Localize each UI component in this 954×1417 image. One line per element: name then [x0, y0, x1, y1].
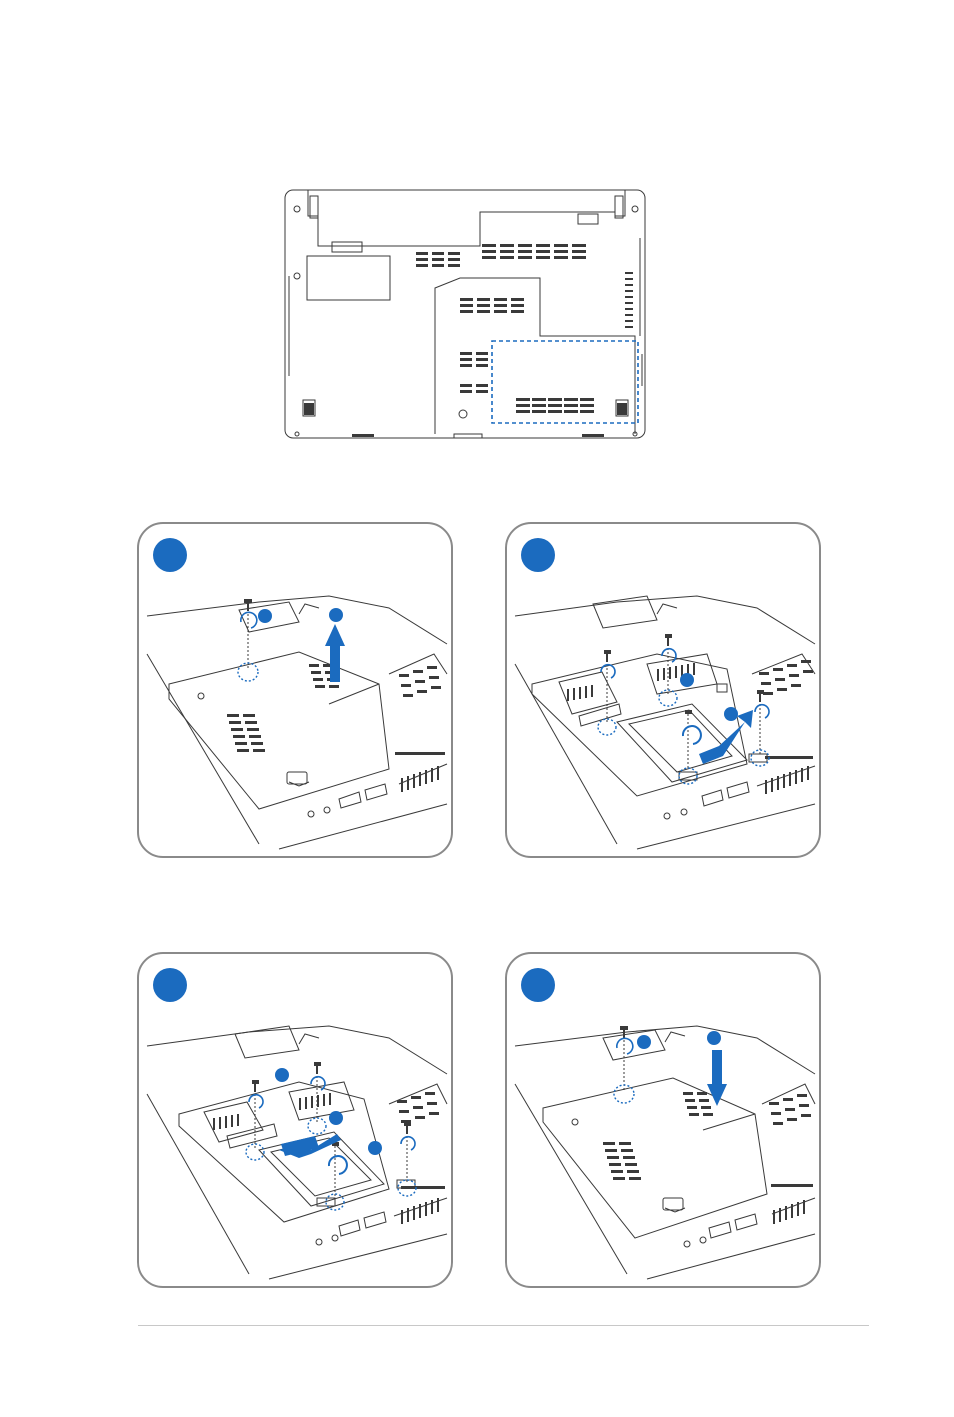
rotate-icon [329, 1156, 347, 1174]
sub-step-marker [680, 673, 694, 687]
hdd-cover [169, 652, 389, 809]
laptop-bottom-overview [280, 186, 650, 442]
battery-outline [308, 190, 625, 246]
footer-rule [138, 1325, 869, 1326]
step-panel-remove-cover [137, 522, 453, 858]
hdd-bay [532, 654, 747, 796]
hdd-cover [543, 1078, 767, 1238]
label-plate [307, 256, 390, 300]
replace-cover-drawing [507, 954, 821, 1288]
sub-step-marker [724, 707, 738, 721]
step-panel-remove-hdd [505, 522, 821, 858]
sub-step-marker [707, 1031, 721, 1045]
rotate-icon [617, 1038, 633, 1054]
arrow-slide-in-icon [279, 1134, 341, 1158]
memory-module [204, 1102, 263, 1142]
screw-icon [751, 690, 769, 766]
sub-step-marker [637, 1035, 651, 1049]
sub-step-marker [258, 609, 272, 623]
screw-icon [659, 634, 677, 706]
step-number-badge [153, 968, 187, 1002]
screw-icon [614, 1026, 634, 1103]
hard-drive [259, 1132, 384, 1206]
remove-hdd-drawing [507, 524, 821, 858]
arrow-down-icon [707, 1050, 727, 1106]
step-number-badge [521, 968, 555, 1002]
sub-step-marker [329, 608, 343, 622]
laptop-bottom-drawing [280, 186, 650, 442]
screw-icon [398, 1122, 416, 1196]
sub-step-marker [275, 1068, 289, 1082]
sub-step-marker [329, 1111, 343, 1125]
install-hdd-drawing [139, 954, 453, 1288]
screw-icon [679, 710, 697, 784]
remove-cover-drawing [139, 524, 453, 858]
sub-step-marker [368, 1141, 382, 1155]
step-panel-install-hdd [137, 952, 453, 1288]
rotate-icon [683, 726, 701, 744]
screw-icon [598, 650, 616, 735]
screw-icon [238, 599, 258, 681]
step-number-badge [521, 538, 555, 572]
step-panel-replace-cover [505, 952, 821, 1288]
step-number-badge [153, 538, 187, 572]
